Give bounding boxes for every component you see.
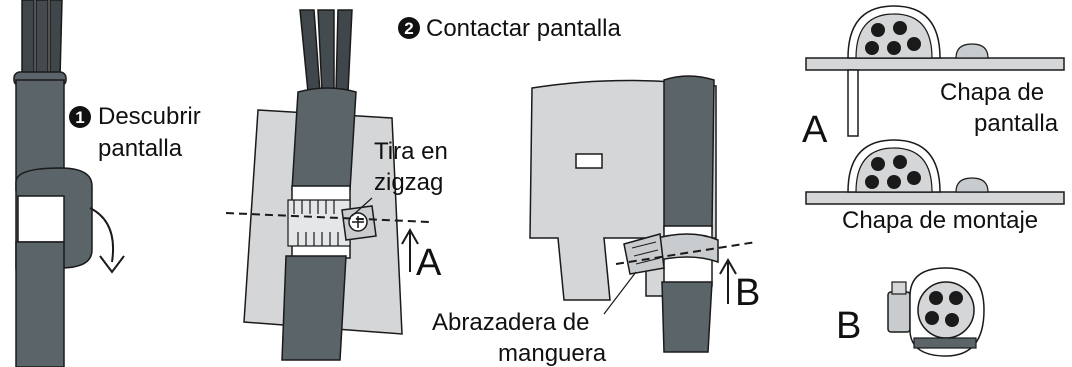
- cable-jacket-lower-2: [281, 255, 347, 361]
- conductor-icon: [907, 37, 921, 51]
- hose-clamp-band: [649, 233, 719, 264]
- conductor-icon: [887, 175, 901, 189]
- zigzag-strip: [287, 199, 351, 247]
- cable-jacket-lower: [15, 241, 65, 367]
- exposed-shield: [17, 195, 65, 243]
- hose-clamp-thread: [631, 241, 661, 265]
- clamp-bump-lower: [955, 177, 989, 193]
- wires-group-1: [21, 0, 63, 79]
- hose-clamp-label-line1: Abrazadera de: [432, 309, 589, 336]
- conductor-icon: [865, 175, 879, 189]
- conductor-icon: [871, 157, 885, 171]
- panel-section-a: A Chapa de pantalla Chapa de montaje: [802, 5, 1065, 234]
- section-marker-a-4: A: [802, 109, 828, 151]
- stud-section-a: [847, 69, 859, 137]
- clamp-bump-upper: [955, 43, 989, 59]
- bracket-slot: [575, 153, 603, 169]
- section-arrow-a-icon: [401, 227, 419, 272]
- clamp-housing: [887, 291, 911, 333]
- zigzag-leader: [351, 197, 373, 217]
- cable-jacket-upper-3: [663, 75, 715, 231]
- panel-section-b: B: [836, 267, 985, 357]
- zigzag-label-line1: Tira en: [374, 138, 448, 165]
- cable-jacket-upper-2: [291, 87, 357, 191]
- conductor-icon: [865, 41, 879, 55]
- step-1-number: 1: [75, 108, 84, 127]
- section-line-a: [225, 212, 431, 223]
- step-1-badge: [69, 106, 91, 128]
- section-marker-b-3: B: [735, 272, 760, 314]
- hose-clamp-label-line2: manguera: [498, 340, 607, 367]
- conductor-icon: [925, 311, 939, 325]
- fold-arrow-icon: [89, 207, 114, 263]
- conductor-icon: [893, 21, 907, 35]
- step-2-label: Contactar pantalla: [426, 15, 621, 42]
- panel-zigzag-contact: A 2 Contactar pantalla Tira en zigzag: [225, 9, 621, 361]
- hose-clamp-leader: [603, 271, 637, 315]
- step-2-badge: [398, 17, 420, 39]
- cable-jacket-lower-3: [661, 281, 713, 353]
- conductor-icon: [945, 313, 959, 327]
- panel-hose-clamp: B Abrazadera de manguera: [432, 75, 760, 367]
- step-1-label-line2: pantalla: [98, 135, 183, 162]
- cable-section-b: [917, 281, 975, 339]
- shield-plate-section: [805, 57, 1065, 71]
- mounting-plate-section: [805, 191, 1065, 205]
- shield-plate-label-line2: pantalla: [974, 110, 1059, 137]
- conductor-icon: [893, 155, 907, 169]
- step-2-number: 2: [404, 19, 413, 38]
- step-1-label-line1: Descubrir: [98, 103, 201, 130]
- section-arrow-b-icon: [719, 257, 737, 304]
- base-plate-b: [913, 337, 977, 349]
- conductor-icon: [949, 291, 963, 305]
- fold-arrowhead-icon: [99, 255, 125, 274]
- conductor-icon: [929, 291, 943, 305]
- conductor-icon: [887, 41, 901, 55]
- section-line-b: [615, 241, 757, 265]
- panel-strip-cable: 1 Descubrir pantalla: [13, 0, 201, 367]
- mounting-plate-label: Chapa de montaje: [842, 207, 1038, 234]
- zigzag-label-line2: zigzag: [374, 169, 443, 196]
- section-marker-b-5: B: [836, 305, 861, 347]
- conductor-icon: [907, 171, 921, 185]
- section-marker-a-2: A: [416, 242, 442, 284]
- shield-plate-label-line1: Chapa de: [940, 79, 1044, 106]
- conductor-icon: [871, 23, 885, 37]
- zigzag-teeth: [293, 200, 339, 246]
- clamp-screw-head: [891, 281, 907, 295]
- wires-group-2: [299, 9, 353, 93]
